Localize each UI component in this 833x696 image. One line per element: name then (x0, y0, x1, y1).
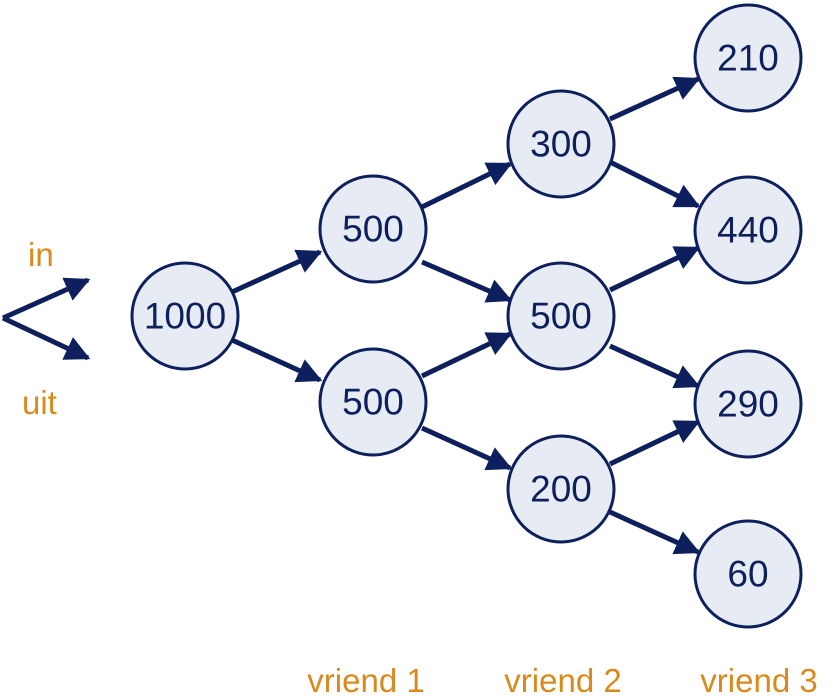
out-arrow-icon (1, 315, 91, 361)
edge-f2-top-to-f3-b (608, 159, 701, 209)
edges (230, 76, 701, 555)
node-friend3-d-label: 60 (727, 554, 768, 595)
in-label: in (28, 236, 54, 273)
edge-f1-bottom-to-f2-bottom (420, 425, 513, 471)
node-root: 1000 (130, 261, 240, 371)
node-friend2-mid: 500 (506, 261, 616, 371)
node-friend2-mid-label: 500 (530, 296, 592, 337)
edge-f1-top-to-f2-top (420, 161, 513, 210)
node-friend2-bottom-label: 200 (530, 469, 592, 510)
edge-root-to-f1-top (230, 249, 323, 295)
node-friend3-c-label: 290 (717, 384, 779, 425)
node-friend1-bottom-label: 500 (342, 382, 404, 423)
node-friend3-a-label: 210 (717, 38, 779, 79)
edge-f2-mid-to-f3-c (608, 343, 701, 389)
column-labels: vriend 1 vriend 2 vriend 3 (307, 662, 817, 696)
node-friend3-c: 290 (693, 349, 803, 459)
node-friend3-a: 210 (693, 3, 803, 113)
in-arrow-icon (1, 277, 91, 321)
column-label-vriend-2: vriend 2 (504, 662, 621, 696)
node-friend1-top: 500 (318, 174, 428, 284)
node-friend2-top-label: 300 (530, 124, 592, 165)
node-friend3-d: 60 (693, 519, 803, 629)
node-friend2-bottom: 200 (506, 434, 616, 544)
edge-f1-top-to-f2-mid (421, 259, 513, 303)
node-friend2-top: 300 (506, 89, 616, 199)
edge-f2-mid-to-f3-b (608, 245, 701, 293)
node-friend1-top-label: 500 (342, 209, 404, 250)
edge-f1-bottom-to-f2-mid (420, 331, 513, 379)
edge-root-to-f1-bottom (230, 337, 323, 383)
edge-f2-bottom-to-f3-d (608, 509, 701, 555)
edge-f2-bottom-to-f3-c (608, 419, 701, 467)
column-label-vriend-1: vriend 1 (307, 662, 424, 696)
node-friend1-bottom: 500 (318, 347, 428, 457)
column-label-vriend-3: vriend 3 (700, 662, 817, 696)
out-label: uit (22, 384, 57, 421)
node-friend3-b: 440 (693, 175, 803, 285)
node-friend3-b-label: 440 (717, 210, 779, 251)
in-out-legend: in uit (1, 236, 91, 421)
edge-f2-top-to-f3-a (608, 76, 701, 122)
node-root-label: 1000 (144, 296, 226, 337)
